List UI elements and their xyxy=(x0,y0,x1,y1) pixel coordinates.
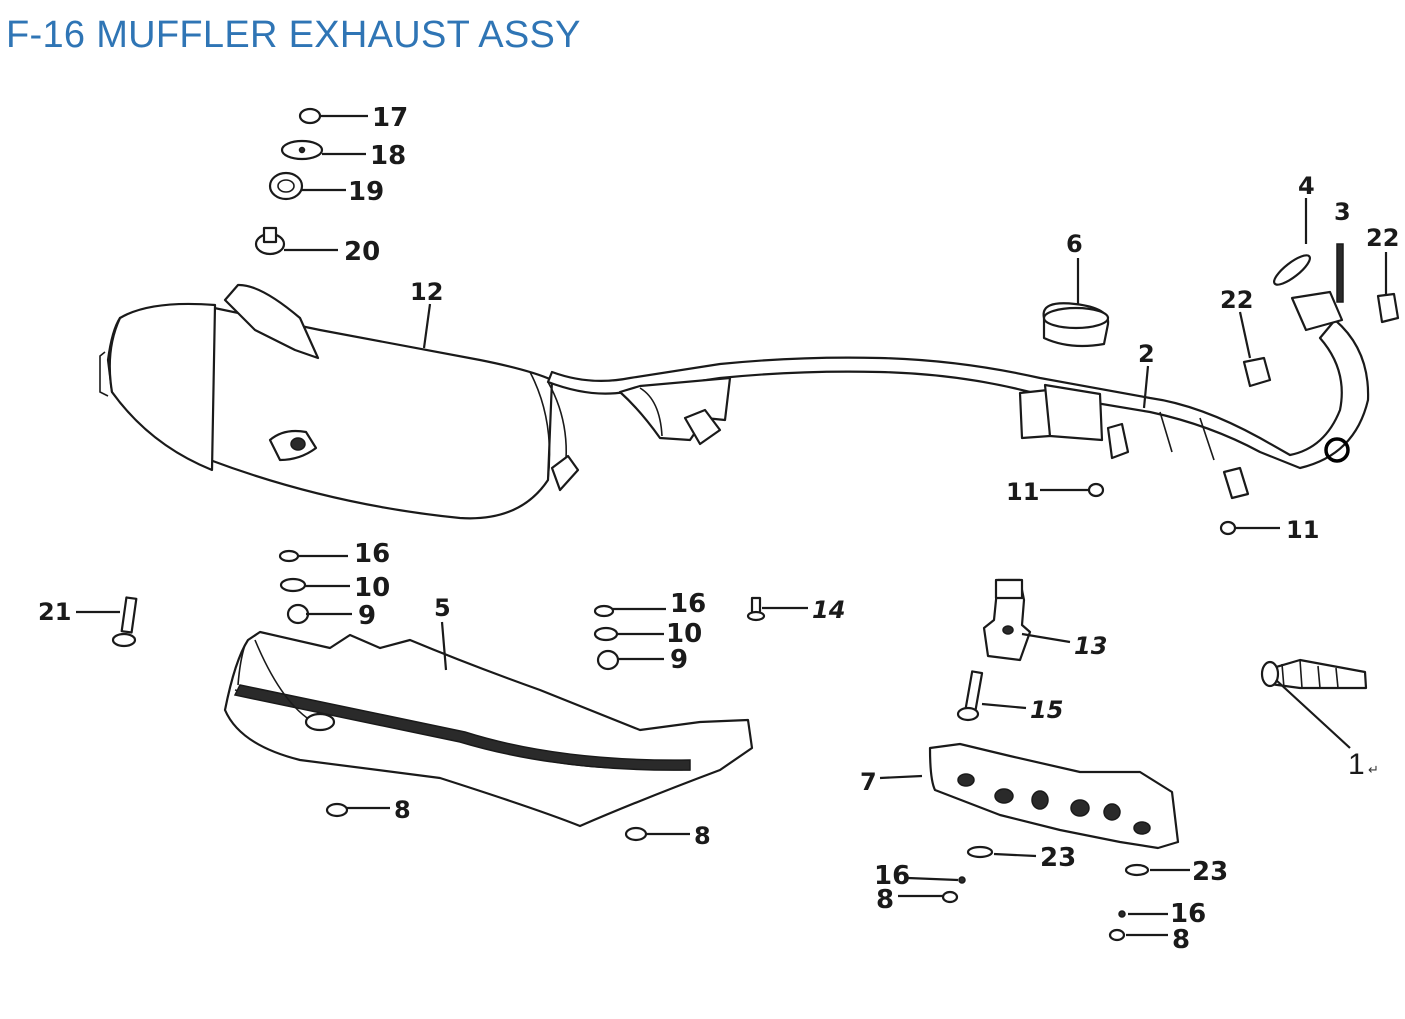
callout-7: 7 xyxy=(860,768,877,796)
reference-circle-marker xyxy=(1324,437,1350,463)
pipe-heat-guard xyxy=(928,742,1180,850)
sensor-bracket xyxy=(956,578,1032,722)
callout-10-middle: 10 xyxy=(666,619,702,649)
callout-22-left: 22 xyxy=(1220,286,1253,314)
callout-15: 15 xyxy=(1030,696,1063,724)
callout-8-shield-left: 8 xyxy=(394,796,411,824)
muffler-body xyxy=(99,283,580,520)
callout-17: 17 xyxy=(372,103,408,133)
callout-13: 13 xyxy=(1074,632,1107,660)
callout-16-middle: 16 xyxy=(670,589,706,619)
clip-fasteners xyxy=(941,845,1150,942)
callout-11-upper: 11 xyxy=(1006,478,1039,506)
callout-23-right: 23 xyxy=(1192,857,1228,887)
callout-14: 14 xyxy=(812,596,845,624)
callout-1: 1 xyxy=(1348,748,1365,781)
callout-3: 3 xyxy=(1334,198,1351,226)
leader-lines xyxy=(76,114,1388,937)
callout-18: 18 xyxy=(370,141,406,171)
callout-16-lower-right: 16 xyxy=(1170,899,1206,929)
callout-8-lower-right: 8 xyxy=(1172,925,1190,955)
callout-19: 19 xyxy=(348,177,384,207)
heat-shield xyxy=(223,630,754,828)
callout-8-shield-right: 8 xyxy=(694,822,711,850)
callout-21: 21 xyxy=(38,598,71,626)
callout-8-lower-left: 8 xyxy=(876,885,894,915)
callout-11-lower: 11 xyxy=(1286,516,1319,544)
callout-23-left: 23 xyxy=(1040,843,1076,873)
callout-20: 20 xyxy=(344,237,380,267)
return-mark: ↵ xyxy=(1368,763,1379,778)
washer-stack-parts xyxy=(254,107,324,256)
callout-16-left: 16 xyxy=(354,539,390,569)
callout-4: 4 xyxy=(1298,172,1315,200)
callout-10-left: 10 xyxy=(354,573,390,603)
callout-2: 2 xyxy=(1138,340,1155,368)
sleeve-gasket-parts xyxy=(1042,243,1400,388)
callout-16-lower-left: 16 xyxy=(874,861,910,891)
callout-9-left: 9 xyxy=(358,601,376,631)
diagram-title: F-16 MUFFLER EXHAUST ASSY xyxy=(6,14,581,56)
callout-5: 5 xyxy=(434,594,451,622)
callout-labels: 17 18 19 20 12 6 4 3 22 22 2 11 11 21 16… xyxy=(38,103,1399,955)
callout-9-middle: 9 xyxy=(670,645,688,675)
oxygen-sensor xyxy=(1260,658,1368,690)
callout-22-right: 22 xyxy=(1366,224,1399,252)
callout-6: 6 xyxy=(1066,230,1083,258)
callout-12: 12 xyxy=(410,278,443,306)
exhaust-pipe xyxy=(546,290,1370,500)
